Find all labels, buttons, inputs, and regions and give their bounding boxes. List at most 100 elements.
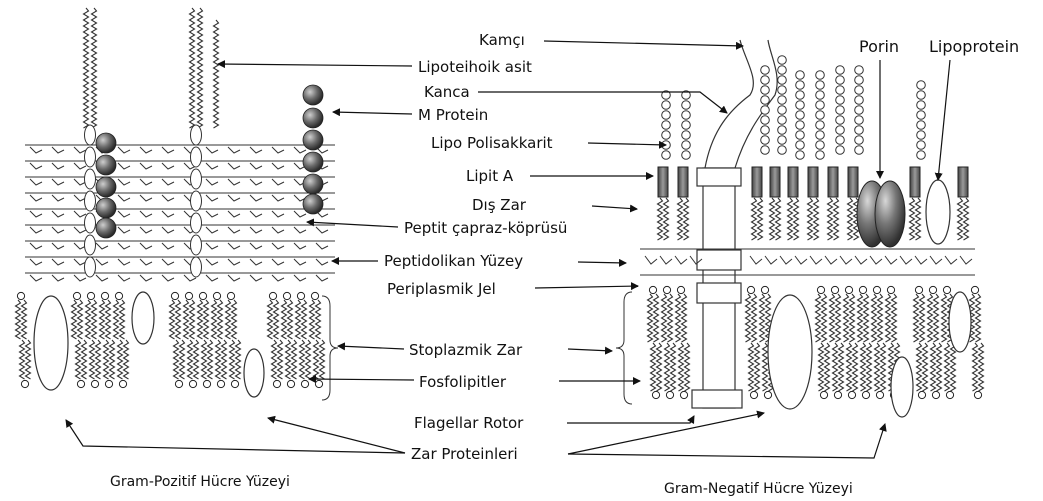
teichoic-bead	[85, 191, 96, 211]
lps-sugar	[761, 116, 770, 125]
lipid-tail	[282, 300, 287, 339]
phospholipid	[861, 343, 872, 399]
lps-sugar	[796, 111, 805, 120]
cross-bridge	[118, 259, 130, 265]
inner-membrane-protein	[768, 295, 812, 409]
lps-sugar	[836, 96, 845, 105]
lipid-a	[958, 167, 968, 197]
lipid-tail	[937, 343, 942, 391]
lps-sugar	[836, 86, 845, 95]
lipid-tail	[316, 300, 321, 339]
lipid-head	[311, 292, 318, 299]
phospholipid	[914, 286, 925, 342]
lps-sugar	[816, 131, 825, 140]
cross-bridge	[206, 195, 218, 201]
phospholipid	[104, 340, 115, 388]
cross-bridge	[272, 259, 284, 265]
lipid-tail	[867, 343, 872, 391]
lps-sugar	[682, 121, 691, 130]
phospholipid	[651, 343, 662, 399]
phospholipid	[20, 340, 31, 388]
lipid-a	[770, 167, 780, 197]
lipid-tail	[872, 294, 877, 342]
cross-bridge	[162, 179, 174, 185]
peptidoglycan-zigzag	[765, 256, 777, 264]
membrane-brace	[322, 296, 338, 400]
m-protein-sphere	[303, 174, 323, 194]
lipid-tail	[78, 300, 83, 339]
lps-sugar	[917, 81, 926, 90]
lipid-tail	[861, 343, 866, 391]
lipid-tail	[208, 340, 213, 379]
pointer-lipoteihoik	[218, 64, 412, 66]
lipid-tail	[685, 343, 690, 391]
lps-sugar	[836, 136, 845, 145]
pointer-m-protein	[333, 112, 412, 114]
cross-bridge	[74, 275, 86, 281]
cross-bridge	[206, 211, 218, 217]
cross-bridge	[52, 163, 64, 169]
cross-bridge	[140, 227, 152, 233]
lipid-head	[761, 286, 768, 293]
lps-sugar	[796, 71, 805, 80]
lipid-tail	[96, 340, 101, 379]
cross-bridge	[52, 243, 64, 249]
label-stoplazmik-zar: Stoplazmik Zar	[409, 341, 523, 359]
pointer-zar-proteinleri-1	[66, 420, 405, 453]
outer-lipid-tail	[684, 198, 689, 240]
label-flagellar-rotor: Flagellar Rotor	[414, 414, 524, 432]
cross-bridge	[228, 259, 240, 265]
cross-bridge	[118, 195, 130, 201]
lipid-tail	[657, 343, 662, 391]
lipid-head	[820, 391, 827, 398]
cross-bridge	[272, 211, 284, 217]
phospholipid	[679, 343, 690, 399]
lipid-tail	[850, 294, 855, 342]
lipid-tail	[931, 343, 936, 391]
phospholipid	[973, 343, 984, 399]
lipoteichoic-chain	[190, 8, 195, 128]
lipid-tail	[979, 343, 984, 391]
lps-sugar	[761, 146, 770, 155]
label-kamci: Kamçı	[479, 31, 525, 49]
phospholipid	[816, 286, 827, 342]
membrane-protein	[244, 349, 264, 397]
lipid-tail	[648, 294, 653, 342]
lipid-head	[817, 286, 824, 293]
teichoic-bead	[191, 125, 202, 145]
phospholipid	[844, 286, 855, 342]
cross-bridge	[272, 195, 284, 201]
cross-bridge	[140, 211, 152, 217]
lps-sugar	[917, 151, 926, 160]
m-protein-sphere	[303, 108, 323, 128]
lipid-tail	[310, 300, 315, 339]
label-periplasmik-jel: Periplasmik Jel	[387, 280, 496, 298]
lipoteichoic-chain	[198, 8, 203, 128]
cross-bridge	[272, 243, 284, 249]
phospholipid	[945, 343, 956, 399]
pointer-lipoprotein	[938, 60, 950, 180]
cross-bridge	[140, 275, 152, 281]
lps-sugar	[778, 86, 787, 95]
gram-positive-wall	[16, 8, 339, 400]
peptidoglycan-zigzag	[930, 256, 942, 264]
label-fosfolipitler: Fosfolipitler	[419, 373, 507, 391]
cross-bridge	[250, 195, 262, 201]
pointer-peptit	[307, 222, 398, 227]
cross-bridge	[272, 179, 284, 185]
lps-sugar	[778, 76, 787, 85]
lipid-head	[848, 391, 855, 398]
lipid-tail	[100, 300, 105, 339]
outer-lipid-tail	[758, 198, 763, 240]
lps-sugar	[761, 66, 770, 75]
cross-bridge	[162, 211, 174, 217]
lipid-head	[943, 286, 950, 293]
phospholipid	[300, 340, 311, 388]
cross-bridge	[96, 275, 108, 281]
lipid-tail	[878, 294, 883, 342]
lipid-tail	[106, 300, 111, 339]
lipid-a	[910, 167, 920, 197]
lipid-head	[750, 391, 757, 398]
cross-bridge	[206, 259, 218, 265]
lipid-tail	[118, 340, 123, 379]
